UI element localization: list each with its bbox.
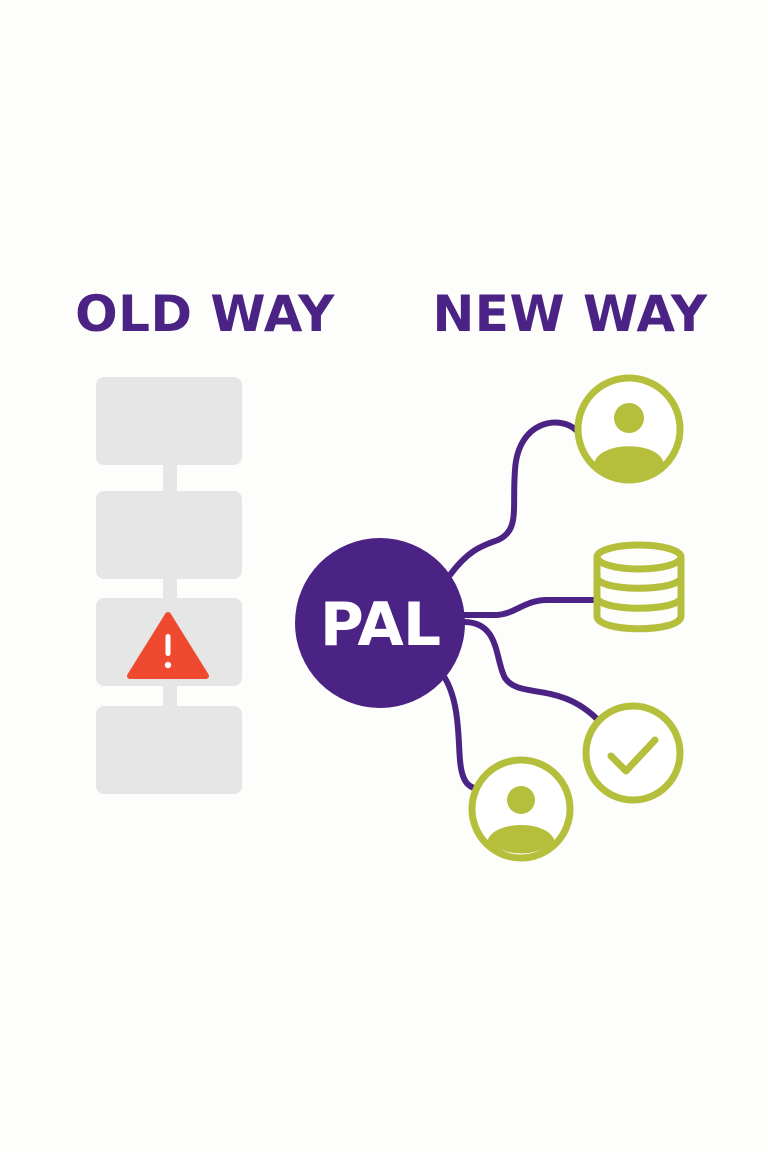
old-way-heading: OLD WAY	[75, 285, 335, 343]
connection-user-top	[447, 419, 579, 578]
warning-triangle-icon	[127, 612, 209, 679]
process-step-1	[96, 377, 242, 465]
hub-label: PAL	[320, 590, 440, 660]
connection-checkmark	[461, 619, 603, 725]
new-way-heading: NEW WAY	[432, 285, 707, 343]
node-ring	[582, 702, 684, 804]
process-step-4	[96, 706, 242, 794]
user-icon	[487, 786, 555, 854]
database-icon	[593, 541, 685, 633]
checkmark-icon	[607, 736, 659, 775]
user-node-bottom	[468, 756, 574, 862]
connection-database	[459, 597, 599, 618]
database-node	[593, 541, 685, 633]
pal-hub: PAL	[295, 538, 465, 708]
user-node-top	[574, 374, 684, 484]
hub-circle	[295, 538, 465, 708]
old-way-stack	[96, 377, 242, 794]
connection-user-bottom	[440, 672, 485, 793]
user-icon	[594, 403, 664, 477]
process-step-2	[96, 491, 242, 579]
hub-connections	[440, 419, 603, 793]
connector	[163, 460, 177, 496]
connector	[163, 682, 177, 712]
checkmark-node	[582, 702, 684, 804]
connector	[163, 574, 177, 604]
